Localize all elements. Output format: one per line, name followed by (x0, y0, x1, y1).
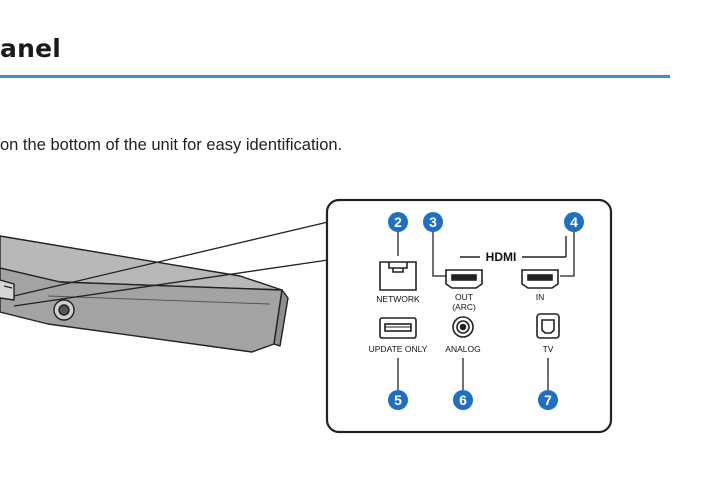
analog-jack-icon (452, 316, 474, 338)
badge-6: 6 (453, 390, 473, 410)
body-text: on the bottom of the unit for easy ident… (0, 136, 343, 154)
badge-5: 5 (388, 390, 408, 410)
heading-rule (0, 75, 670, 78)
svg-text:7: 7 (544, 392, 552, 408)
svg-text:3: 3 (429, 214, 437, 230)
network-label: NETWORK (376, 294, 420, 304)
usb-label: UPDATE ONLY (369, 344, 428, 354)
soundbar-unit (0, 235, 289, 353)
svg-text:2: 2 (394, 214, 402, 230)
hdmi-in-port-icon (521, 269, 559, 289)
optical-label: TV (543, 344, 554, 354)
svg-text:4: 4 (570, 214, 578, 230)
hdmi-in-label: IN (536, 292, 545, 302)
hdmi-logo: HDMI (460, 236, 567, 264)
svg-text:6: 6 (459, 392, 467, 408)
badge-2: 2 (388, 212, 408, 232)
usb-port-icon (379, 317, 417, 339)
badge-4: 4 (564, 212, 584, 232)
badge-3: 3 (423, 212, 443, 232)
hdmi-out-sublabel: (ARC) (452, 302, 476, 312)
optical-port-icon (536, 313, 560, 339)
port-leader-lines (397, 232, 575, 390)
badge-7: 7 (538, 390, 558, 410)
network-port-icon (379, 261, 417, 291)
hdmi-out-label: OUT (455, 292, 473, 302)
callout-lines (13, 221, 329, 307)
svg-text:5: 5 (394, 392, 402, 408)
hdmi-out-port-icon (445, 269, 483, 289)
hdmi-logo-text: HDMI (486, 250, 517, 264)
section-heading: anel (0, 34, 61, 63)
analog-label: ANALOG (445, 344, 480, 354)
